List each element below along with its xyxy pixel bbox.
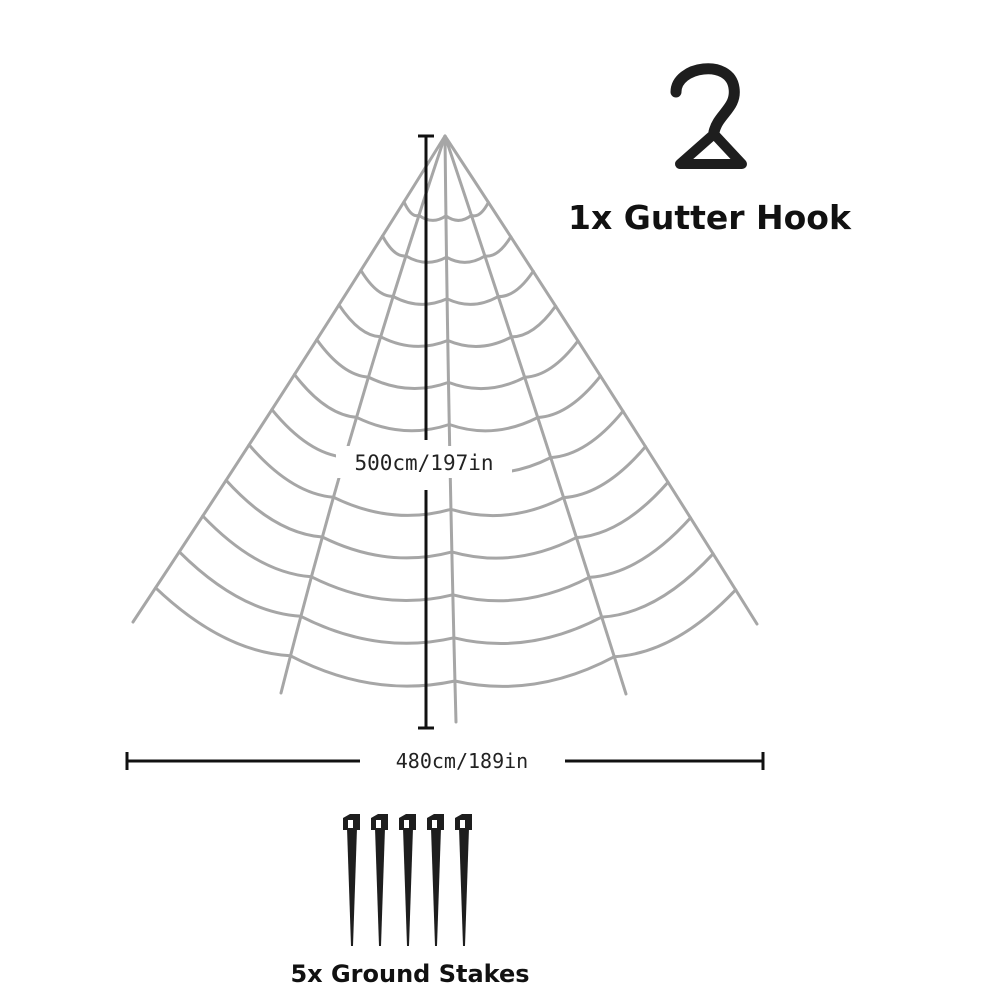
web-ring xyxy=(293,373,358,419)
web-ring xyxy=(483,235,513,258)
web-ring xyxy=(450,536,578,560)
web-spoke xyxy=(279,134,447,695)
ground-stake-icon xyxy=(455,814,472,946)
web-ring xyxy=(587,516,692,579)
ground-stakes xyxy=(343,814,472,946)
web-ring xyxy=(177,550,303,618)
web-ring xyxy=(600,552,715,619)
web-ring xyxy=(331,495,453,517)
web-ring xyxy=(359,268,395,298)
ground-stakes-label: 5x Ground Stakes xyxy=(290,960,529,988)
web-ring xyxy=(224,478,324,539)
web-ring xyxy=(562,445,647,500)
ground-stake-icon xyxy=(371,814,388,946)
web-ring xyxy=(549,409,625,460)
height-label: 500cm/197in xyxy=(354,451,493,475)
web-ring xyxy=(445,295,500,306)
web-ring xyxy=(154,586,292,658)
web-ring xyxy=(417,213,448,222)
height-measure xyxy=(418,134,434,730)
web-ring xyxy=(446,335,513,348)
ground-stake-icon xyxy=(343,814,360,946)
web-ring xyxy=(289,654,457,688)
web-ring xyxy=(510,304,558,339)
web-ring xyxy=(612,588,738,659)
gutter-hook-label: 1x Gutter Hook xyxy=(568,198,852,237)
web-ring xyxy=(355,415,451,433)
web-ring xyxy=(379,335,450,348)
web-ring xyxy=(452,615,604,646)
web-ring xyxy=(444,213,473,222)
web-ring xyxy=(247,443,335,499)
web-ring xyxy=(536,374,602,419)
height-label-bg xyxy=(336,446,512,478)
web-ring xyxy=(447,375,527,391)
gutter-hook-icon xyxy=(670,63,747,169)
web-ring xyxy=(574,480,670,540)
web-ring xyxy=(451,575,591,603)
web-ring xyxy=(366,375,450,391)
web-ring xyxy=(320,535,454,560)
web-ring xyxy=(523,339,580,379)
ground-stake-icon xyxy=(399,814,416,946)
web-spoke xyxy=(443,134,458,724)
web-ring xyxy=(449,496,566,518)
spider-web xyxy=(131,134,759,724)
web-ring xyxy=(270,408,347,459)
web-ring xyxy=(496,269,535,299)
web-ring xyxy=(201,514,313,579)
web-ring xyxy=(402,200,421,218)
width-measure xyxy=(125,752,765,770)
web-ring xyxy=(453,655,616,688)
web-ring xyxy=(337,303,383,339)
web-ring xyxy=(381,234,408,258)
web-ring xyxy=(447,416,540,433)
web-ring xyxy=(445,254,487,264)
web-ring xyxy=(391,294,449,306)
web-ring xyxy=(469,200,490,218)
width-label: 480cm/189in xyxy=(396,749,528,773)
web-ring xyxy=(315,338,370,379)
web-spoke xyxy=(131,134,447,624)
web-ring xyxy=(309,575,455,603)
ground-stake-icon xyxy=(427,814,444,946)
web-ring xyxy=(299,614,456,645)
